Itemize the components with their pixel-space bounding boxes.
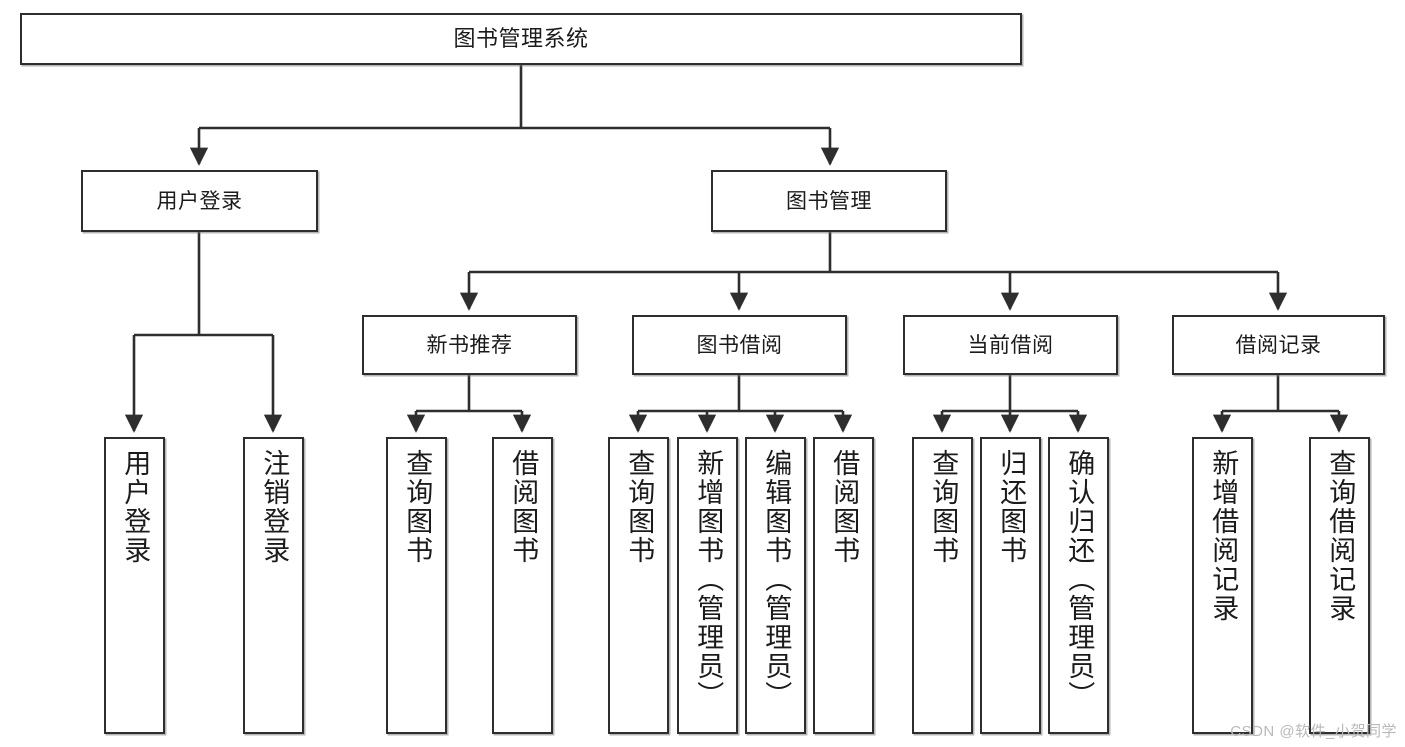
- node-leaf-borrow-book-2-label: 借阅图书: [829, 449, 860, 565]
- node-book-borrow-label: 图书借阅: [696, 333, 783, 357]
- node-leaf-query-book-3[interactable]: 查询图书: [912, 437, 973, 734]
- node-book-management[interactable]: 图书管理: [711, 170, 947, 232]
- node-leaf-return-book-label: 归还图书: [996, 449, 1027, 565]
- node-leaf-user-login[interactable]: 用户登录: [104, 437, 165, 734]
- node-leaf-add-book-label: 新增图书（管理员）: [693, 449, 724, 710]
- node-leaf-edit-book-label: 编辑图书（管理员）: [761, 449, 792, 710]
- node-new-book-recommend[interactable]: 新书推荐: [362, 315, 577, 375]
- node-leaf-return-book[interactable]: 归还图书: [980, 437, 1041, 734]
- node-leaf-query-record-label: 查询借阅记录: [1325, 449, 1356, 623]
- node-leaf-logout-label: 注销登录: [259, 449, 290, 565]
- node-leaf-query-record[interactable]: 查询借阅记录: [1309, 437, 1370, 734]
- node-leaf-query-book-1-label: 查询图书: [402, 449, 433, 565]
- node-borrow-record[interactable]: 借阅记录: [1172, 315, 1385, 375]
- node-book-borrow[interactable]: 图书借阅: [632, 315, 847, 375]
- node-leaf-query-book-2-label: 查询图书: [624, 449, 655, 565]
- node-borrow-record-label: 借阅记录: [1235, 333, 1322, 357]
- node-current-borrow-label: 当前借阅: [967, 333, 1054, 357]
- node-leaf-borrow-book-1-label: 借阅图书: [508, 449, 539, 565]
- node-leaf-add-book[interactable]: 新增图书（管理员）: [677, 437, 738, 734]
- node-leaf-confirm-return[interactable]: 确认归还（管理员）: [1048, 437, 1109, 734]
- node-leaf-borrow-book-2[interactable]: 借阅图书: [813, 437, 874, 734]
- node-root[interactable]: 图书管理系统: [20, 13, 1022, 65]
- node-book-management-label: 图书管理: [786, 189, 872, 213]
- node-user-login-label: 用户登录: [156, 189, 243, 213]
- node-leaf-borrow-book-1[interactable]: 借阅图书: [492, 437, 553, 734]
- node-user-login[interactable]: 用户登录: [81, 170, 318, 232]
- node-root-label: 图书管理系统: [453, 26, 589, 51]
- node-leaf-logout[interactable]: 注销登录: [243, 437, 304, 734]
- node-leaf-confirm-return-label: 确认归还（管理员）: [1064, 449, 1095, 710]
- node-leaf-add-record[interactable]: 新增借阅记录: [1192, 437, 1253, 734]
- node-leaf-add-record-label: 新增借阅记录: [1208, 449, 1239, 623]
- node-leaf-user-login-label: 用户登录: [120, 449, 151, 565]
- node-new-book-recommend-label: 新书推荐: [426, 333, 513, 357]
- node-leaf-edit-book[interactable]: 编辑图书（管理员）: [745, 437, 806, 734]
- node-leaf-query-book-1[interactable]: 查询图书: [386, 437, 447, 734]
- node-current-borrow[interactable]: 当前借阅: [903, 315, 1118, 375]
- node-leaf-query-book-2[interactable]: 查询图书: [608, 437, 669, 734]
- node-leaf-query-book-3-label: 查询图书: [928, 449, 959, 565]
